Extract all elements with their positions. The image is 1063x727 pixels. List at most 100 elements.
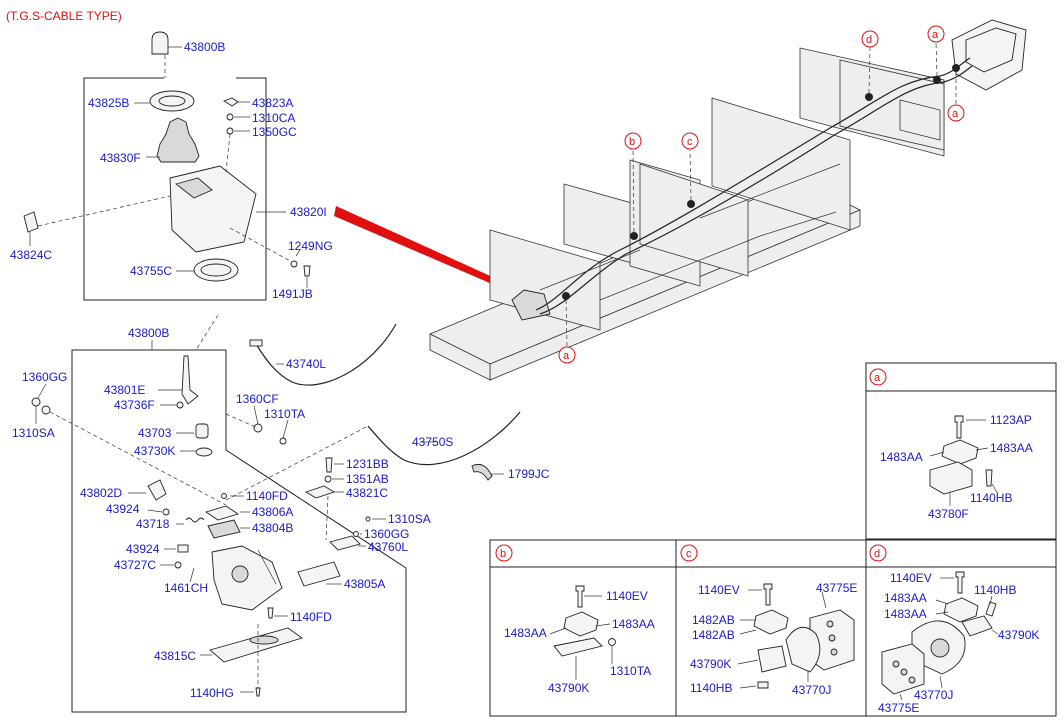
label-1310SA-right: 1310SA	[388, 512, 431, 526]
spring-part	[185, 517, 205, 523]
screw-part	[290, 260, 298, 268]
plate-43806A	[204, 505, 240, 521]
leader	[257, 549, 277, 585]
shift-boot-part	[156, 117, 200, 163]
console-opening	[175, 177, 213, 199]
clamp-part	[941, 439, 979, 465]
detail-a-panel: a 1123AP 1483AA 1483AA 1140HB 43780F	[865, 362, 1057, 540]
svg-text:d: d	[866, 34, 872, 46]
nut-part	[608, 638, 616, 646]
rod-43805A	[297, 561, 341, 587]
marker-a-top: a	[927, 25, 945, 43]
marker-leader	[689, 149, 692, 201]
leader	[939, 675, 943, 689]
marker-d: d	[861, 30, 879, 48]
leader	[739, 629, 757, 635]
pin-part	[176, 401, 184, 409]
label-1491JB: 1491JB	[272, 287, 313, 301]
bolt-part	[763, 583, 773, 606]
leader	[37, 195, 171, 227]
leader	[989, 595, 993, 605]
leader	[195, 314, 219, 351]
leader	[37, 383, 47, 399]
grommet-43770J	[785, 626, 821, 673]
label-43805A: 43805A	[344, 577, 385, 591]
upper-shift-assembly	[23, 31, 311, 301]
detail-c-panel: c 1140EV 43775E 1482AB 1482AB 43790K 114…	[675, 539, 867, 717]
leader	[229, 227, 293, 263]
label-43924-b: 43924	[126, 542, 160, 556]
detail-a-label-2: 1483AA	[880, 450, 923, 464]
marker-a-bottom: a	[558, 346, 576, 364]
crossbar	[699, 163, 841, 219]
leader	[739, 685, 757, 689]
marker-b: b	[624, 132, 642, 150]
upper-box-left	[83, 77, 266, 301]
bolt-part	[985, 469, 993, 487]
detail-b-label-4: 1310TA	[610, 664, 651, 678]
detail-c-label-3: 1482AB	[692, 613, 735, 627]
bracket-43760L	[329, 535, 361, 551]
svg-text:c: c	[687, 136, 693, 148]
label-1350GC: 1350GC	[252, 125, 297, 139]
label-43924-a: 43924	[106, 502, 140, 516]
detail-a-label-1: 1123AP	[990, 413, 1032, 427]
detail-d-label-1: 1140EV	[890, 571, 932, 585]
cable-clip-part	[471, 463, 493, 481]
detail-d-marker	[869, 544, 887, 562]
bolt-part	[955, 571, 965, 594]
cover-plate-part	[209, 627, 304, 663]
clamp-point	[865, 93, 873, 101]
console-housing-part	[169, 165, 257, 253]
label-43727C: 43727C	[114, 558, 156, 572]
label-43821C: 43821C	[346, 486, 388, 500]
pad-hole	[830, 648, 838, 656]
bolt-part	[575, 585, 585, 608]
washer-part	[353, 531, 359, 537]
panel-rear-small	[899, 99, 941, 141]
diagram-title: (T.G.S-CABLE TYPE)	[6, 9, 122, 23]
label-1351AB: 1351AB	[346, 472, 389, 486]
leader	[147, 509, 163, 513]
clamp-part	[563, 611, 599, 637]
frame-floor-front	[429, 333, 491, 381]
label-43815C: 43815C	[154, 649, 196, 663]
washer-part	[324, 475, 332, 483]
label-43824C: 43824C	[10, 248, 52, 262]
nut-part	[41, 405, 51, 415]
leader	[899, 693, 903, 701]
marker-c: c	[681, 132, 699, 150]
bolt-part	[267, 607, 274, 619]
bracket-part	[147, 479, 167, 501]
detail-d-panel: d 1140EV 1140HB 1483AA 1483AA 43790K 437…	[865, 539, 1057, 717]
bolt-part	[325, 457, 333, 473]
crossbar	[599, 235, 761, 301]
grommet-hole	[930, 638, 950, 658]
clamp-point	[952, 64, 960, 72]
bolt-part	[954, 415, 964, 439]
clip-part	[253, 423, 263, 433]
label-43736F: 43736F	[114, 398, 155, 412]
clamp-part	[943, 597, 979, 623]
detail-b-marker	[495, 544, 513, 562]
block-part	[177, 544, 189, 553]
svg-text:b: b	[629, 136, 635, 148]
bolt-part	[303, 265, 311, 277]
detail-a-label-4: 1140HB	[970, 491, 1012, 505]
svg-text:a: a	[932, 29, 939, 41]
leader	[325, 495, 329, 541]
leader	[975, 447, 989, 451]
leader	[49, 411, 227, 506]
label-43802D: 43802D	[80, 486, 122, 500]
leader	[189, 567, 195, 583]
clip-part	[23, 211, 39, 233]
leader	[549, 627, 567, 635]
base-43804B	[207, 519, 241, 539]
detail-d-label-3: 1483AA	[884, 591, 927, 605]
label-43740L: 43740L	[286, 357, 326, 371]
leader	[595, 623, 611, 627]
label-1310TA-mid: 1310TA	[264, 407, 305, 421]
label-43755C: 43755C	[130, 264, 172, 278]
label-1310CA: 1310CA	[252, 111, 295, 125]
